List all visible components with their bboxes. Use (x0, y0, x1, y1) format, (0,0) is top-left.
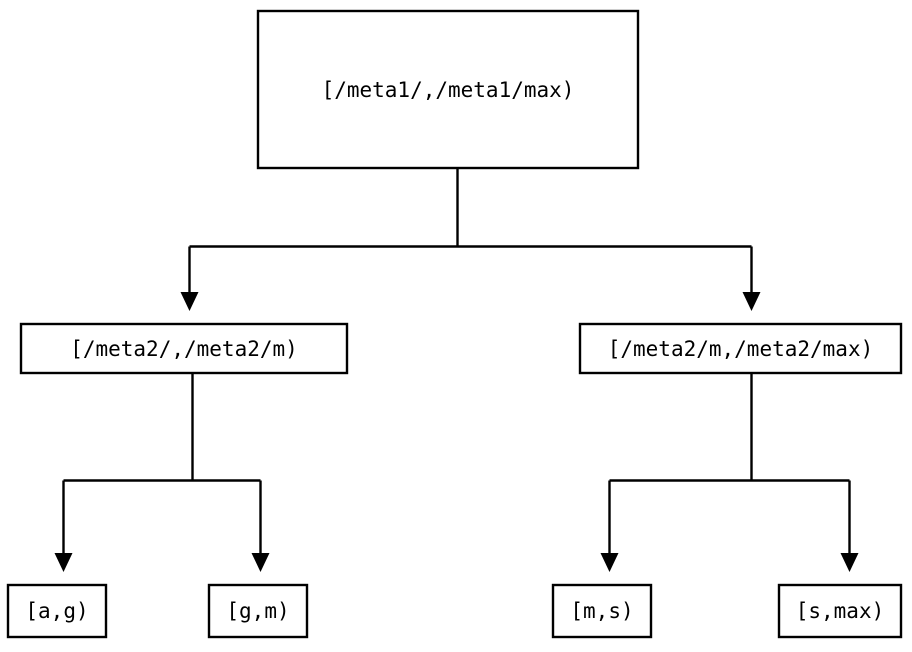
arrow-head-root-to-mid-right (742, 292, 761, 311)
arrow-head-mid-right-to-ms (600, 553, 619, 572)
node-leaf-ag-label: [a,g) (25, 599, 88, 623)
node-leaf-ms-box (551, 583, 653, 639)
node-mid-left-box (19, 322, 349, 375)
node-leaf-gm-label: [g,m) (226, 599, 289, 623)
edge-mid-right-to-children (600, 373, 859, 572)
node-leaf-smax-label: [s,max) (796, 599, 885, 623)
node-leaf-ms-label: [m,s) (570, 599, 633, 623)
node-leaf-ag-box (6, 583, 108, 639)
arrow-head-mid-left-to-gm (251, 553, 270, 572)
node-leaf-gm-box (207, 583, 309, 639)
arrow-head-mid-left-to-ag (54, 553, 73, 572)
node-mid-right-box (578, 322, 903, 375)
edge-mid-left-to-children (54, 373, 270, 572)
node-leaf-gm[interactable]: [g,m) (207, 583, 309, 639)
node-mid-left-label: [/meta2/,/meta2/m) (70, 337, 298, 361)
node-mid-right[interactable]: [/meta2/m,/meta2/max) (578, 322, 903, 375)
arrow-head-root-to-mid-left (180, 292, 199, 311)
node-root[interactable]: [/meta1/,/meta1/max) (256, 9, 640, 170)
node-root-label: [/meta1/,/meta1/max) (322, 78, 575, 102)
node-leaf-ag[interactable]: [a,g) (6, 583, 108, 639)
node-leaf-smax-box (777, 583, 903, 639)
node-leaf-smax[interactable]: [s,max) (777, 583, 903, 639)
node-leaf-ms[interactable]: [m,s) (551, 583, 653, 639)
node-mid-right-label: [/meta2/m,/meta2/max) (608, 337, 874, 361)
arrow-head-mid-right-to-smax (840, 553, 859, 572)
node-mid-left[interactable]: [/meta2/,/meta2/m) (19, 322, 349, 375)
edge-root-to-children (180, 168, 761, 311)
node-root-box (256, 9, 640, 170)
